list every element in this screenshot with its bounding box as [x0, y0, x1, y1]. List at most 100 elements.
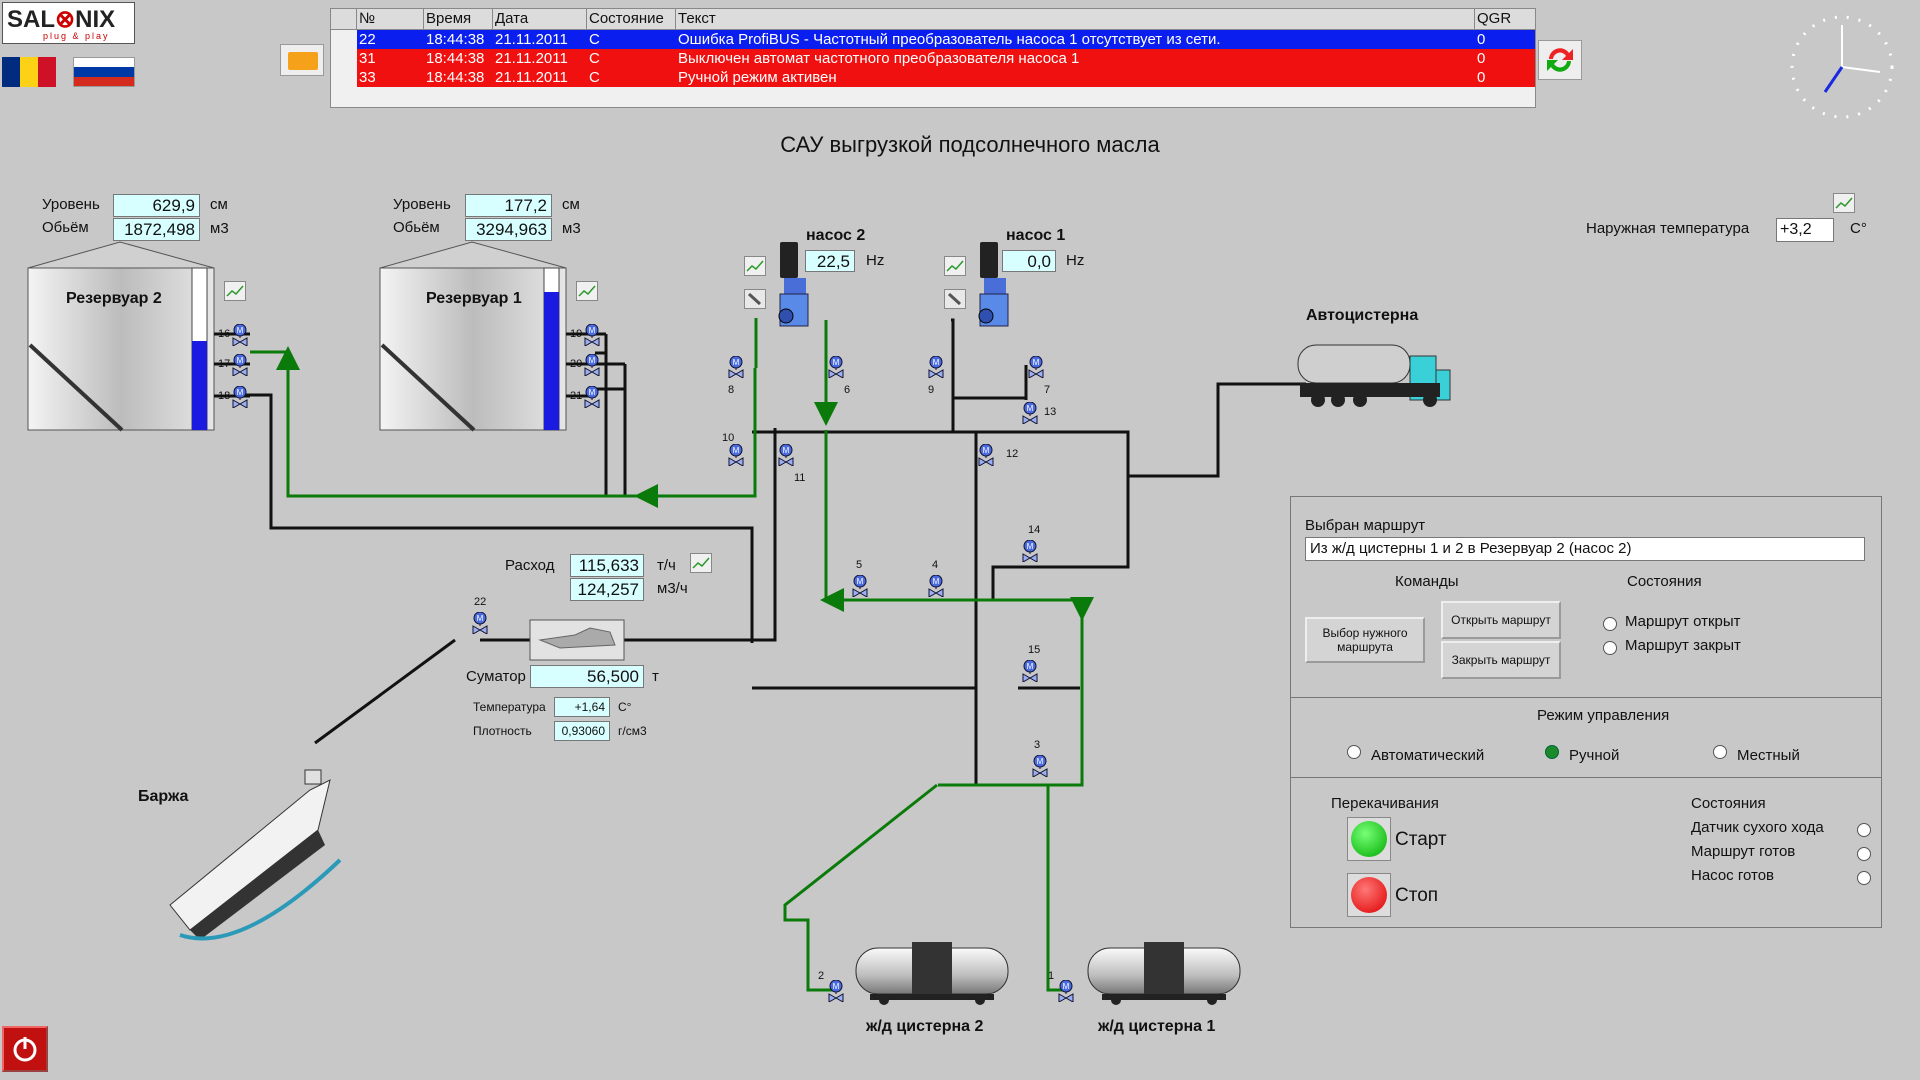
flag-romania-icon[interactable] [2, 57, 56, 87]
valve-15-icon[interactable]: M [1022, 659, 1038, 683]
valve-12-icon[interactable]: M [978, 443, 994, 467]
mode-auto-radio[interactable] [1347, 745, 1361, 759]
valve-14-icon[interactable]: M [1022, 539, 1038, 563]
svg-text:M: M [933, 358, 940, 367]
alarm-cell-text: Выключен автомат частотного преобразоват… [678, 50, 1080, 67]
route-ready-indicator [1857, 847, 1871, 861]
valve-8-icon[interactable]: M [728, 355, 744, 379]
pump-1-graphic [978, 242, 1009, 327]
route-open-indicator [1603, 617, 1617, 631]
clock-icon [1790, 15, 1894, 119]
alarm-cell-date: 21.11.2011 [495, 69, 568, 86]
flow-trend-button[interactable] [690, 553, 712, 573]
open-route-button[interactable]: Открыть маршрут [1441, 601, 1561, 639]
tank-2-volume-label: Обьём [42, 219, 89, 236]
pump-1-settings-button[interactable] [944, 289, 966, 309]
tank-1-level-value: 177,2 [465, 194, 552, 217]
trend-icon [578, 285, 596, 297]
valve-17-icon[interactable]: M [232, 353, 248, 377]
flag-russia-icon[interactable] [73, 57, 135, 87]
svg-text:M: M [833, 982, 840, 991]
valve-9-icon[interactable]: M [928, 355, 944, 379]
tank-2-trend-button[interactable] [224, 281, 246, 301]
valve-7-icon[interactable]: M [1028, 355, 1044, 379]
alarm-cell-time: 18:44:38 [426, 31, 485, 48]
valve-19-icon[interactable]: M [584, 323, 600, 347]
svg-text:M: M [833, 358, 840, 367]
railcar-2-graphic [855, 942, 1009, 1005]
svg-text:M: M [857, 577, 864, 586]
tank-2-volume-unit: м3 [210, 220, 229, 237]
valve-8-label: 8 [728, 384, 735, 396]
mode-local-radio[interactable] [1713, 745, 1727, 759]
logo: SAL⊗NIX plug & play [2, 2, 135, 44]
valve-16-icon[interactable]: M [232, 323, 248, 347]
pump-2-graphic [778, 242, 809, 327]
alarm-cell-text: Ошибка ProfiBUS - Частотный преобразоват… [678, 31, 1221, 48]
valve-21-icon[interactable]: M [584, 385, 600, 409]
col-text: Текст [676, 9, 1475, 29]
valve-1-icon[interactable]: M [1058, 979, 1074, 1003]
route-closed-label: Маршрут закрыт [1625, 637, 1741, 654]
valve-4-icon[interactable]: M [928, 574, 944, 598]
tank-1-trend-button[interactable] [576, 281, 598, 301]
valve-13-icon[interactable]: M [1022, 401, 1038, 425]
pump-2-settings-button[interactable] [744, 289, 766, 309]
svg-text:M: M [983, 446, 990, 455]
valve-22-icon[interactable]: M [472, 611, 488, 635]
valve-3-icon[interactable]: M [1032, 754, 1048, 778]
temperature-value: +1,64 [554, 697, 610, 717]
density-label: Плотность [473, 724, 532, 738]
valve-5-icon[interactable]: M [852, 574, 868, 598]
truck-label: Автоцистерна [1306, 307, 1419, 324]
railcar-1-label: ж/д цистерна 1 [1098, 1018, 1216, 1035]
refresh-button[interactable] [1538, 40, 1582, 80]
trend-icon [692, 557, 710, 569]
wrench-icon [747, 292, 762, 306]
svg-text:M: M [1033, 358, 1040, 367]
svg-text:M: M [783, 446, 790, 455]
valve-20-label: 20 [570, 358, 583, 370]
stop-button[interactable] [1347, 873, 1391, 917]
tank-1-level-label: Уровень [393, 196, 451, 213]
start-button[interactable] [1347, 817, 1391, 861]
page-title: САУ выгрузкой подсолнечного масла [780, 132, 1160, 157]
dry-run-label: Датчик сухого хода [1691, 819, 1824, 836]
valve-1-label: 1 [1048, 970, 1055, 982]
valve-6-icon[interactable]: M [828, 355, 844, 379]
route-open-label: Маршрут открыт [1625, 613, 1741, 630]
temperature-unit: С° [618, 700, 632, 714]
density-value: 0,93060 [554, 721, 610, 741]
pump-ready-label: Насос готов [1691, 867, 1775, 884]
outside-temp-trend-button[interactable] [1833, 193, 1855, 213]
valve-11-icon[interactable]: M [778, 443, 794, 467]
exit-button[interactable] [2, 1026, 48, 1072]
summator-value: 56,500 [530, 665, 644, 688]
tank-1-name: Резервуар 1 [426, 290, 522, 307]
pump-1-name: насос 1 [1006, 227, 1066, 244]
close-route-button[interactable]: Закрыть маршрут [1441, 641, 1561, 679]
alarm-cell-state: C [589, 50, 600, 67]
open-folder-button[interactable] [280, 44, 324, 76]
valve-18-icon[interactable]: M [232, 385, 248, 409]
mode-manual-radio[interactable] [1545, 745, 1559, 759]
pump-2-trend-button[interactable] [744, 256, 766, 276]
select-route-button[interactable]: Выбор нужного маршрута [1305, 617, 1425, 663]
start-light-icon [1351, 821, 1387, 857]
svg-text:M: M [1027, 542, 1034, 551]
pump-1-trend-button[interactable] [944, 256, 966, 276]
valve-20-icon[interactable]: M [584, 353, 600, 377]
logo-text-1: SAL [7, 6, 55, 33]
alarm-cell-state: C [589, 69, 600, 86]
valve-10-label: 10 [722, 432, 735, 444]
svg-text:M: M [733, 446, 740, 455]
alarm-table-header: № Время Дата Состояние Текст QGR [331, 9, 1535, 30]
tank-2-level-unit: см [210, 196, 228, 213]
valve-10-icon[interactable]: M [728, 443, 744, 467]
valve-2-icon[interactable]: M [828, 979, 844, 1003]
col-num: № [357, 9, 424, 29]
alarm-cell-date: 21.11.2011 [495, 50, 568, 67]
